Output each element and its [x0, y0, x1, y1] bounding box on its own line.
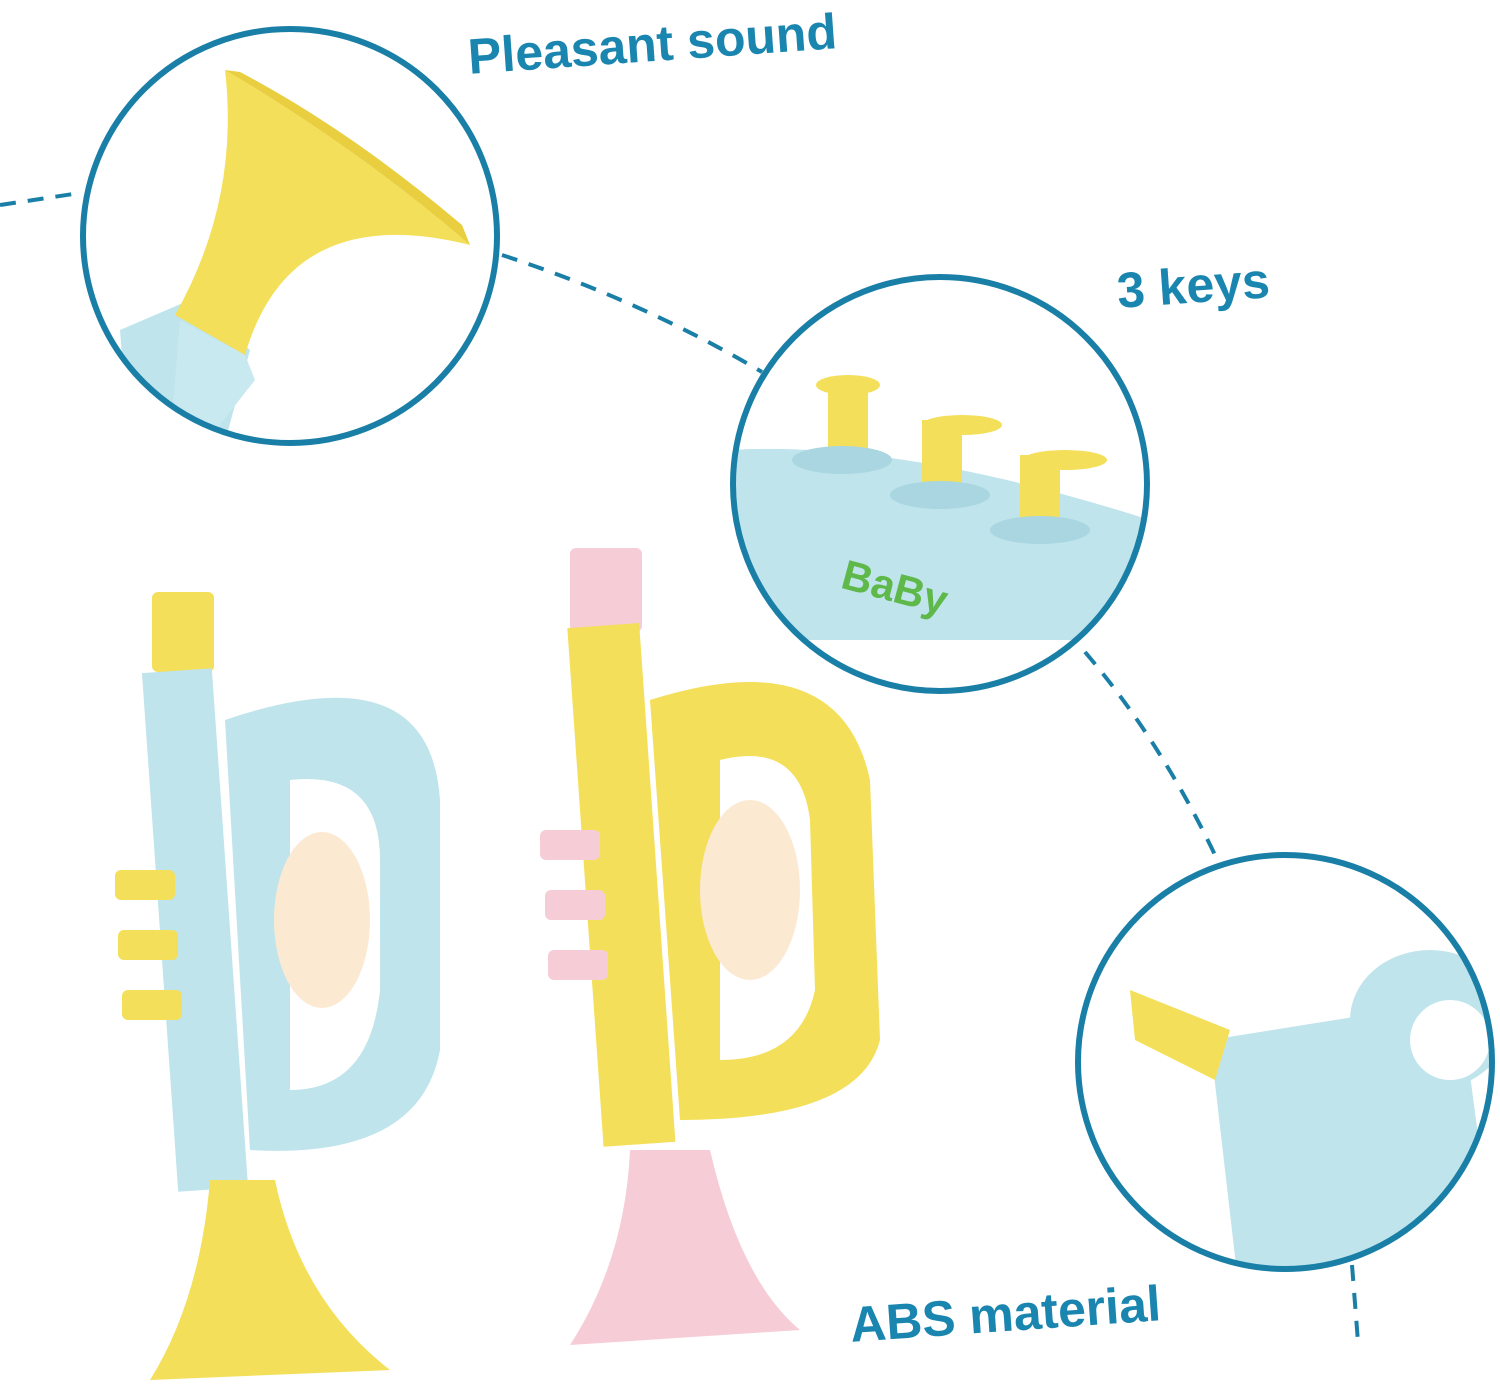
zoom-circle-mouthpiece	[1075, 852, 1495, 1272]
zoom-circle-bell	[80, 26, 500, 446]
blue-trumpet	[115, 592, 440, 1380]
callout-3-keys: 3 keys	[1115, 252, 1272, 319]
zoom-circle-keys: BaBy	[730, 274, 1150, 694]
dashed-connectors	[0, 191, 1360, 1343]
yellow-trumpet	[540, 548, 880, 1345]
